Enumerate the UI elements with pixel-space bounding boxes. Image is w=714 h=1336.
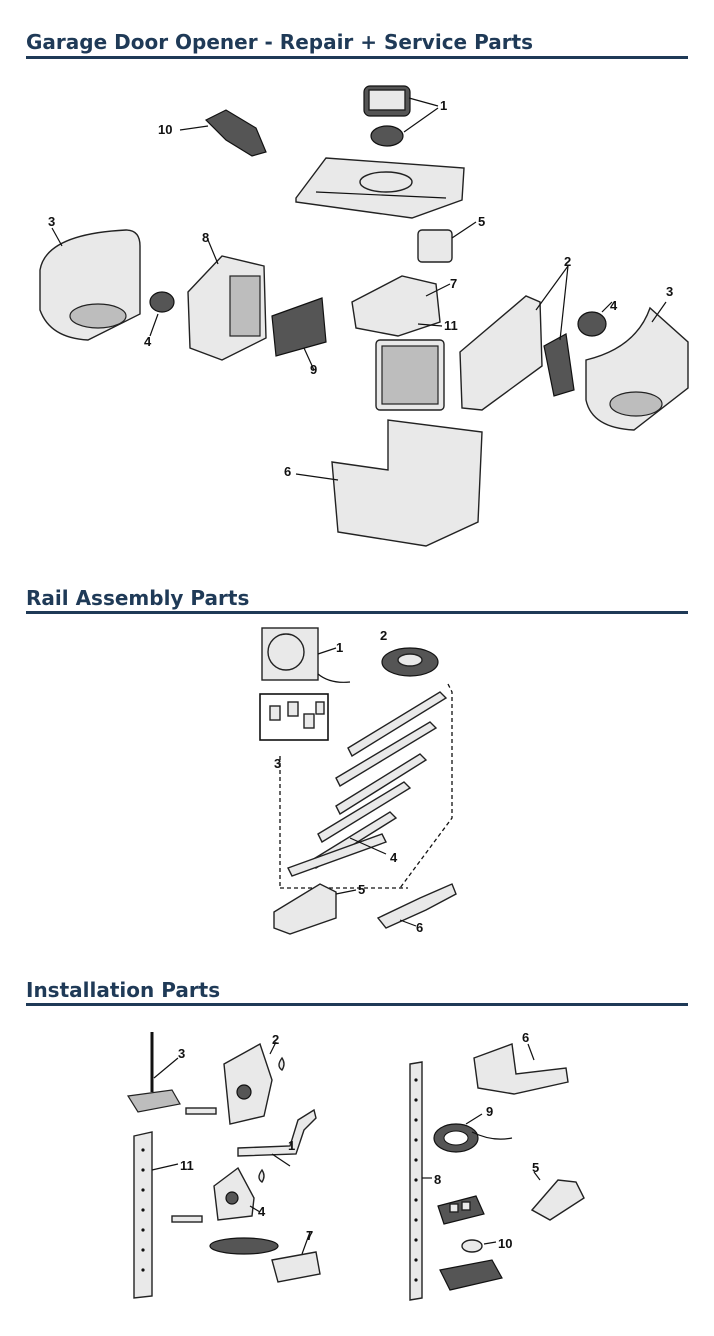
label-opener-10: 10: [158, 122, 172, 137]
part-safety-sensor: [209, 1231, 321, 1283]
label-opener-9: 9: [310, 362, 317, 377]
part-remote-control: [437, 1195, 485, 1225]
label-rail-6: 6: [416, 920, 423, 935]
label-opener-3-left: 3: [48, 214, 55, 229]
opener-parts-diagram: 1 2 3 3 4 4 5 6 7 8 9 10 11: [39, 85, 689, 547]
part-emergency-release: [126, 1032, 181, 1113]
label-rail-1: 1: [336, 640, 343, 655]
label-opener-7: 7: [450, 276, 457, 291]
part-straight-arm: [237, 1108, 317, 1167]
part-travel-module: [351, 275, 451, 337]
label-install-3: 3: [178, 1046, 185, 1061]
part-logic-board-clip: [179, 109, 267, 157]
section-rule: [26, 56, 688, 59]
label-rail-3: 3: [274, 756, 281, 771]
part-end-panel-frame: [459, 265, 575, 411]
label-rail-5: 5: [358, 882, 365, 897]
label-opener-4-right: 4: [610, 298, 618, 313]
part-door-bracket: [171, 1166, 265, 1223]
part-rail-sections: [287, 691, 448, 877]
label-install-8: 8: [434, 1172, 441, 1187]
part-door-arm: [376, 883, 457, 929]
part-visor-clip: [461, 1239, 497, 1253]
label-install-5: 5: [532, 1160, 539, 1175]
part-end-panel-right: [585, 301, 689, 431]
label-install-1: 1: [288, 1138, 295, 1153]
label-rail-4: 4: [390, 850, 398, 865]
part-capacitor: [417, 221, 477, 263]
label-opener-2: 2: [564, 254, 571, 269]
section-title-installation: Installation Parts: [26, 978, 221, 1002]
label-opener-3-right: 3: [666, 284, 673, 299]
part-header-bracket: [185, 1041, 285, 1125]
label-opener-1: 1: [440, 98, 447, 113]
part-chassis-plate: [295, 157, 465, 219]
section-rule: [26, 1003, 688, 1006]
part-keypad: [439, 1259, 503, 1291]
part-gear: [363, 85, 439, 147]
section-rule: [26, 611, 688, 614]
rail-parts-diagram: 1 2 3 4 5 6: [259, 627, 457, 935]
part-mounting-bracket: [473, 1043, 569, 1095]
label-opener-4-left: 4: [144, 334, 152, 349]
part-wall-control: [530, 1171, 585, 1221]
part-trolley: [273, 883, 357, 935]
label-opener-6: 6: [284, 464, 291, 479]
installation-parts-diagram: 1 2 3 4 5 6 7 8 9 10 11: [126, 1030, 585, 1301]
label-opener-11: 11: [444, 318, 458, 333]
part-motor-housing: [187, 239, 267, 361]
label-rail-2: 2: [380, 628, 387, 643]
part-hardware-box: [259, 693, 329, 741]
label-install-4: 4: [258, 1204, 266, 1219]
part-terminal-board: [271, 297, 327, 371]
part-end-panel-left: [39, 227, 141, 341]
part-lens-left: [149, 291, 175, 337]
label-install-9: 9: [486, 1104, 493, 1119]
label-install-11: 11: [180, 1158, 194, 1173]
part-rail-bracket: [261, 627, 351, 683]
label-opener-5: 5: [478, 214, 485, 229]
part-perforated-strap: [409, 1061, 432, 1301]
label-install-2: 2: [272, 1032, 279, 1047]
section-title-opener: Garage Door Opener - Repair + Service Pa…: [26, 30, 534, 54]
part-motor: [375, 339, 445, 411]
part-sprocket: [381, 647, 439, 677]
label-opener-8: 8: [202, 230, 209, 245]
part-cover: [295, 419, 483, 547]
label-install-10: 10: [498, 1236, 512, 1251]
part-lens-right: [577, 301, 613, 337]
part-bell-wire: [433, 1113, 513, 1153]
section-title-rail: Rail Assembly Parts: [26, 586, 250, 610]
label-install-6: 6: [522, 1030, 529, 1045]
label-install-7: 7: [306, 1228, 313, 1243]
part-angle-iron: [133, 1131, 179, 1299]
